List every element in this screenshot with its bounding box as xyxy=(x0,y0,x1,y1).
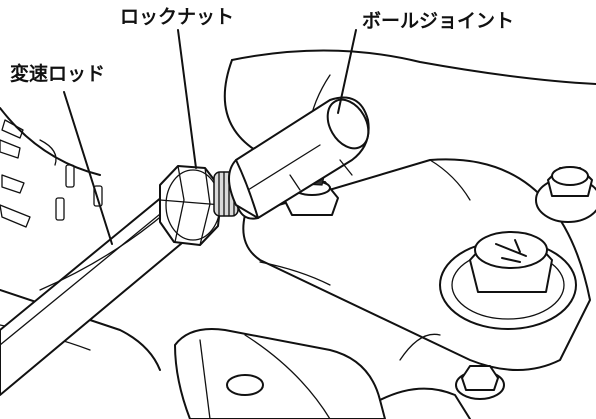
label-lock-nut: ロックナット xyxy=(120,6,235,28)
bolt-upper-right xyxy=(535,166,596,223)
ball-joint xyxy=(228,96,370,220)
label-ball-joint: ボールジョイント xyxy=(362,10,515,32)
body-panel-edge xyxy=(223,59,256,151)
leader-shift-rod xyxy=(63,91,113,245)
lock-nut xyxy=(159,165,223,246)
leader-lock-nut xyxy=(177,29,197,169)
u-bracket xyxy=(174,328,471,419)
bolt-lower-right xyxy=(455,365,505,400)
frame-outline-lower-left xyxy=(0,289,161,371)
label-shift-rod: 変速ロッド xyxy=(10,63,106,85)
vent-grille xyxy=(0,107,103,228)
body-panel-outline xyxy=(231,49,596,85)
leader-ball-joint xyxy=(337,29,357,114)
hex-bolt-center xyxy=(439,231,577,330)
